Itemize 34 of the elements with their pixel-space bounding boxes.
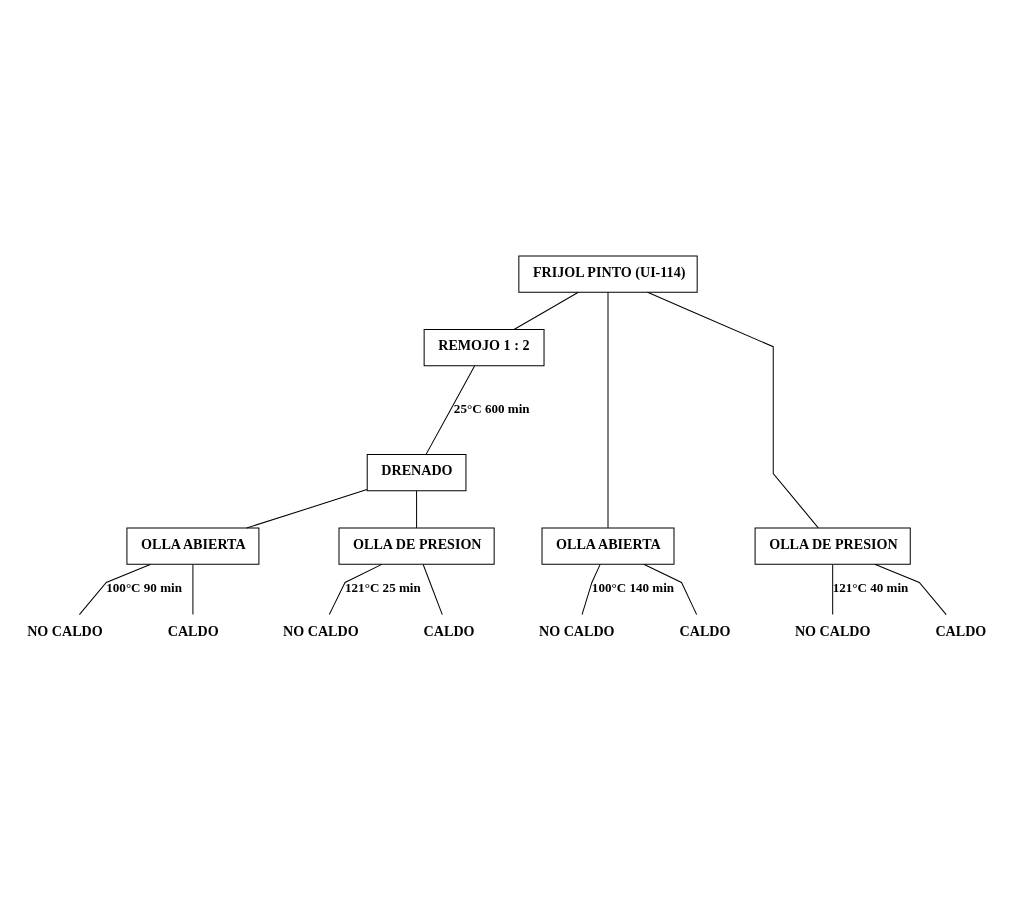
node-box: DRENADO: [366, 453, 467, 491]
node-text: CALDO: [167, 622, 219, 639]
node-box: REMOJO 1 : 2: [423, 328, 545, 366]
node-text: NO CALDO: [27, 622, 103, 639]
connector: [607, 291, 609, 528]
node-text: CALDO: [935, 622, 987, 639]
connector: [513, 291, 579, 330]
node-text: NO CALDO: [794, 622, 871, 639]
connector: [246, 488, 368, 528]
connector: [328, 563, 383, 615]
node-text: NO CALDO: [283, 622, 359, 639]
node-box: OLLA ABIERTA: [126, 527, 260, 565]
connector: [192, 563, 194, 615]
connector: [78, 563, 152, 615]
edge-label: 25°C 600 min: [453, 400, 530, 416]
connector: [874, 563, 947, 615]
node-box: OLLA DE PRESION: [338, 527, 495, 565]
connector: [647, 291, 819, 528]
node-box: OLLA ABIERTA: [541, 527, 675, 565]
connector: [643, 563, 698, 615]
node-text: CALDO: [423, 622, 475, 639]
node-box: OLLA DE PRESION: [754, 527, 911, 565]
node-box: FRIJOL PINTO (UI-114): [518, 255, 698, 293]
edge-label: 121°C 40 min: [832, 579, 909, 595]
node-text: NO CALDO: [538, 622, 615, 639]
node-text: CALDO: [679, 622, 731, 639]
connector: [425, 365, 476, 455]
connector: [416, 489, 418, 529]
connector: [581, 563, 601, 615]
edge-label: 100°C 90 min: [106, 579, 182, 595]
edge-label: 121°C 25 min: [345, 579, 421, 595]
connector: [832, 563, 834, 615]
connector: [422, 563, 443, 615]
edge-label: 100°C 140 min: [591, 579, 675, 595]
